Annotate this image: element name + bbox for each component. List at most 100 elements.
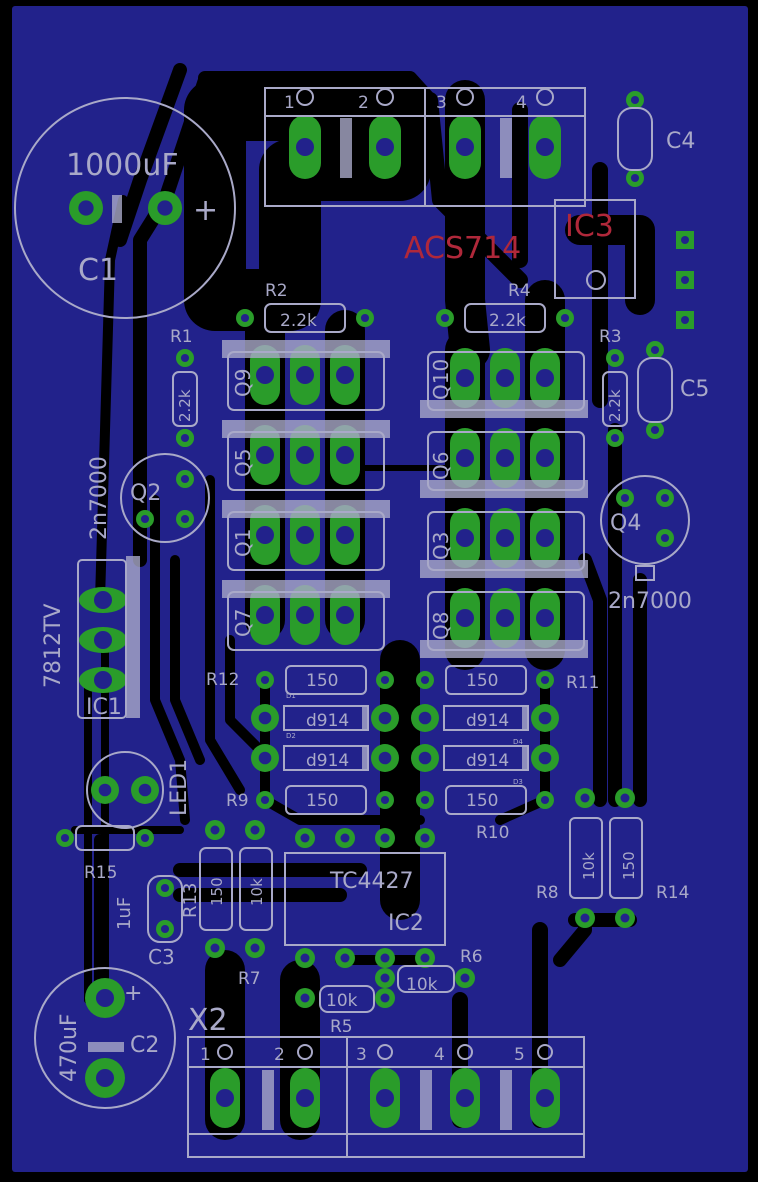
pads — [56, 91, 694, 1128]
drill-hole — [630, 173, 640, 183]
r9-value-label: 150 — [306, 791, 338, 811]
q4-value-label: 2n7000 — [608, 589, 692, 614]
drill-hole — [536, 138, 554, 156]
x2-pin-3-label: 3 — [356, 1045, 367, 1065]
r6-value-label: 10k — [406, 975, 438, 995]
x2-pin-4-label: 4 — [434, 1045, 445, 1065]
ic1-heatsink-bar — [126, 556, 140, 718]
drill-hole — [336, 366, 354, 384]
transistor-outline — [227, 351, 385, 411]
drill-hole — [418, 751, 432, 765]
drill-hole — [210, 825, 220, 835]
x2-pin-marker — [297, 1044, 313, 1060]
drill-hole — [540, 675, 550, 685]
c2-outline — [34, 967, 176, 1109]
transistor-ref-label: Q5 — [231, 449, 255, 477]
d2-value-label: d914 — [306, 751, 349, 771]
drill-hole — [180, 514, 190, 524]
drill-hole — [456, 369, 474, 387]
drill-hole — [660, 533, 670, 543]
drill-hole — [60, 833, 70, 843]
x1-pin-2-label: 2 — [358, 93, 369, 113]
drill-hole — [138, 783, 152, 797]
d4-value-label: d914 — [466, 711, 509, 731]
c2-value-label: 470uF — [57, 1013, 82, 1082]
ic1-ref-label: IC1 — [86, 695, 122, 720]
drill-hole — [210, 943, 220, 953]
d3-cathode-band — [522, 746, 528, 770]
drill-hole — [496, 609, 514, 627]
drill-hole — [420, 795, 430, 805]
x2-pin-marker — [217, 1044, 233, 1060]
ic3-outline — [554, 199, 636, 299]
c1-ref-label: C1 — [78, 253, 118, 288]
r5-value-label: 10k — [326, 991, 358, 1011]
drill-hole — [160, 924, 170, 934]
drill-hole — [380, 675, 390, 685]
drill-hole — [456, 138, 474, 156]
r1-value-label: 2.2k — [176, 389, 194, 422]
drill-hole — [240, 313, 250, 323]
r4-ref-label: R4 — [508, 281, 531, 301]
r6-ref-label: R6 — [460, 947, 483, 967]
transistor-ref-label: Q9 — [231, 369, 255, 397]
drill-hole — [538, 711, 552, 725]
transistor-outline — [427, 511, 585, 571]
drill-hole — [94, 591, 112, 609]
trace — [225, 635, 275, 765]
drill-hole — [336, 606, 354, 624]
c3-ref-label: C3 — [148, 945, 175, 969]
r8-ref-label: R8 — [536, 883, 559, 903]
drill-hole — [256, 446, 274, 464]
drill-hole — [681, 316, 689, 324]
c2-polarity-label: + — [124, 981, 142, 1006]
r13-outline — [199, 847, 233, 931]
x1-separator — [500, 118, 512, 178]
drill-hole — [630, 95, 640, 105]
d3-value-label: d914 — [466, 751, 509, 771]
d1-ref-label: D1 — [286, 692, 296, 700]
r14-value-label: 150 — [620, 851, 638, 880]
drill-hole — [496, 449, 514, 467]
drill-hole — [560, 313, 570, 323]
drill-hole — [94, 631, 112, 649]
drill-hole — [258, 751, 272, 765]
r10-value-label: 150 — [466, 791, 498, 811]
drill-hole — [340, 833, 350, 843]
ic3-ref-label: IC3 — [565, 209, 614, 244]
drill-hole — [380, 993, 390, 1003]
drill-hole — [536, 609, 554, 627]
drill-hole — [260, 675, 270, 685]
c2-polarity-bar — [88, 1042, 124, 1052]
r1-outline — [172, 371, 198, 427]
drill-hole — [440, 313, 450, 323]
drill-hole — [157, 200, 173, 216]
r12-ref-label: R12 — [206, 670, 239, 690]
q4-tab — [635, 565, 655, 581]
drill-hole — [536, 449, 554, 467]
r9-ref-label: R9 — [226, 791, 249, 811]
r1-ref-label: R1 — [170, 327, 193, 347]
r13-value-label: 150 — [208, 877, 226, 906]
drill-hole — [180, 433, 190, 443]
drill-hole — [296, 1089, 314, 1107]
r4-value-label: 2.2k — [489, 311, 526, 331]
drill-hole — [94, 671, 112, 689]
trace — [422, 92, 528, 288]
x1-pin-marker — [456, 88, 474, 106]
drill-hole — [256, 366, 274, 384]
x1-pin-1-label: 1 — [284, 93, 295, 113]
r11-ref-label: R11 — [566, 673, 599, 693]
drill-hole — [460, 973, 470, 983]
q4-ref-label: Q4 — [610, 511, 641, 536]
drill-hole — [256, 606, 274, 624]
drill-hole — [180, 353, 190, 363]
c5-outline — [637, 357, 673, 423]
drill-hole — [620, 493, 630, 503]
drill-hole — [258, 711, 272, 725]
x2-pin-marker — [457, 1044, 473, 1060]
drill-hole — [420, 675, 430, 685]
x2-pin-1-label: 1 — [200, 1045, 211, 1065]
drill-hole — [300, 833, 310, 843]
transistor-outline — [427, 431, 585, 491]
